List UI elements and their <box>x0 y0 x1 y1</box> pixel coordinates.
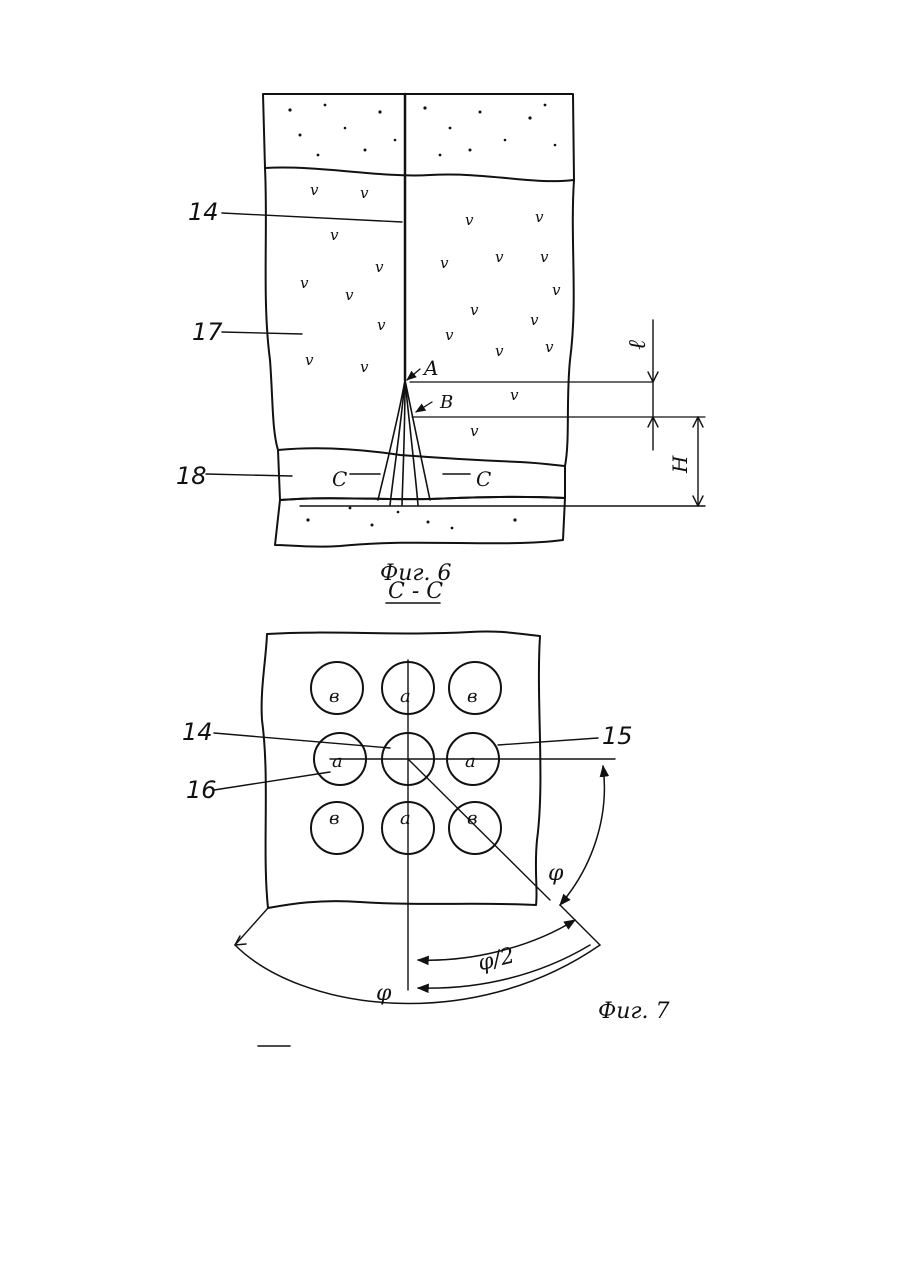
circle-label: в <box>329 808 339 829</box>
soil-mark: v <box>495 248 504 266</box>
arc-left-end <box>235 908 268 945</box>
top-layer-dots <box>288 104 556 157</box>
soil-mark: v <box>377 316 386 334</box>
callout-15-f7: 15 <box>602 722 633 750</box>
soil-mark: v <box>470 422 479 440</box>
soil-mark: v <box>465 211 474 229</box>
soil-mark: v <box>440 254 449 272</box>
leader-15-f7 <box>498 738 598 745</box>
pipe-circles: вaвaaвaв <box>311 662 501 854</box>
callout-14-f7: 14 <box>182 718 213 746</box>
leader-b <box>416 402 432 412</box>
soil-mark: v <box>552 281 561 299</box>
circle-label: a <box>465 751 476 772</box>
leader-16-f7 <box>214 772 330 790</box>
dim-h-label: H <box>668 455 692 474</box>
rock-body-outline-right <box>565 180 574 466</box>
soil-marks: vvvvvvvvvvvvvvvvvvvvvv <box>300 181 561 440</box>
figure-7-caption: Фиг. 7 <box>598 999 670 1024</box>
soil-mark: v <box>305 351 314 369</box>
circle-label: a <box>400 808 411 829</box>
leader-17 <box>222 332 302 334</box>
circle-label: a <box>332 751 343 772</box>
callout-14: 14 <box>188 198 219 226</box>
point-b-label: B <box>439 392 453 413</box>
soil-mark: v <box>345 286 354 304</box>
figure-7: вaвaaвaв 14 15 16 φ φ/2 φ Фиг. 7 <box>182 631 670 1024</box>
leader-14-f7 <box>214 733 390 748</box>
circle-label: в <box>467 686 477 707</box>
arc-phi-bottom <box>235 945 600 1003</box>
soil-mark: v <box>530 311 539 329</box>
soil-mark: v <box>375 258 384 276</box>
section-title: C - C <box>388 579 443 604</box>
dim-l-label: ℓ <box>623 340 651 350</box>
soil-mark: v <box>540 248 549 266</box>
bottom-layer-dots <box>306 507 516 530</box>
angle-phi-right-label: φ <box>548 861 564 886</box>
soil-mark: v <box>535 208 544 226</box>
branch-fan <box>378 380 430 505</box>
leader-a <box>407 369 420 380</box>
soil-mark: v <box>360 358 369 376</box>
soil-mark: v <box>510 386 519 404</box>
section-c-left-label: C <box>332 467 347 491</box>
soil-mark: v <box>495 342 504 360</box>
bottom-layer <box>275 497 565 547</box>
soil-mark: v <box>300 274 309 292</box>
angle-phi-bottom-label: φ <box>376 981 392 1006</box>
soil-mark: v <box>445 326 454 344</box>
top-rock-layer <box>263 94 574 181</box>
soil-mark: v <box>330 226 339 244</box>
angle-half-phi-label: φ/2 <box>475 943 517 976</box>
leader-14 <box>222 213 402 222</box>
soil-mark: v <box>545 338 554 356</box>
callout-18: 18 <box>176 462 207 490</box>
soil-mark: v <box>470 301 479 319</box>
point-a-label: A <box>422 356 438 380</box>
callout-16-f7: 16 <box>186 776 217 804</box>
circle-label: a <box>400 686 411 707</box>
callout-17: 17 <box>192 318 223 346</box>
soil-mark: v <box>360 184 369 202</box>
arc-phi-right <box>560 766 604 905</box>
circle-label: в <box>329 686 339 707</box>
soil-mark: v <box>310 181 319 199</box>
section-c-right-label: C <box>476 467 491 491</box>
rock-body-outline <box>265 168 278 450</box>
figure-6: vvvvvvvvvvvvvvvvvvvvvv <box>176 94 705 586</box>
